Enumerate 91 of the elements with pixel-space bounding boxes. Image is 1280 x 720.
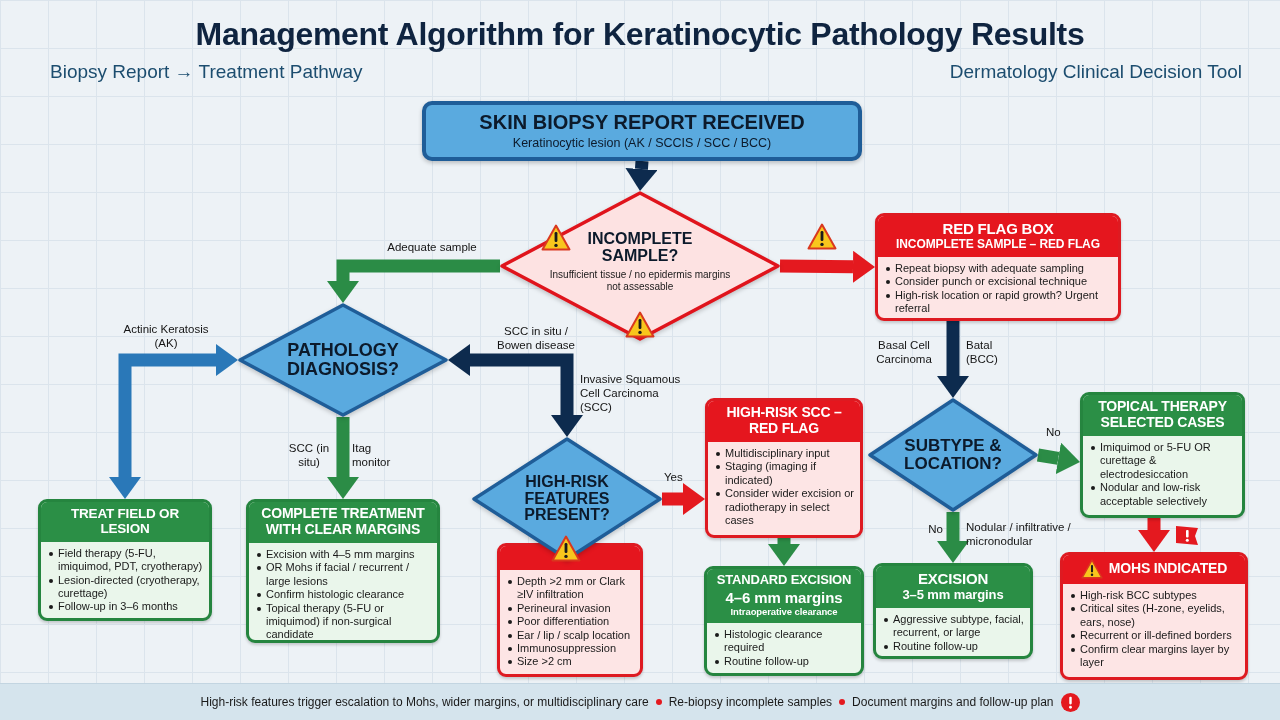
bullet-text: Lesion-directed (cryotherapy, curettage) (49, 573, 203, 601)
bullet-text: High-risk BCC subtypes (1071, 589, 1239, 603)
arrow (779, 250, 876, 283)
card-subheading: Intraoperative clearance (730, 607, 838, 618)
arrow (327, 417, 359, 499)
bullet-text: Excision with 4–5 mm margins (257, 547, 431, 562)
footer-note: Document margins and follow-up plan (852, 695, 1054, 709)
card-subheading: INCOMPLETE SAMPLE – RED FLAG (896, 238, 1100, 252)
arrow (448, 344, 583, 437)
bullet-text: Follow-up in 3–6 months (49, 600, 203, 614)
bullet-text: Consider punch or excisional technique (886, 275, 1112, 289)
bullet-text: Staging (imaging if indicated) (716, 460, 854, 488)
alert-card (875, 213, 1121, 321)
bullet-text: OR Mohs if facial / recurrent / large lesions (257, 561, 431, 589)
branch-label: SCC in situ / Bowen disease (496, 324, 576, 352)
card-heading: EXCISION (917, 570, 989, 588)
decision-diamond (500, 191, 780, 341)
edge-label: Invasive Squamous Cell Carcinoma (SCC) (580, 372, 682, 414)
arrow (768, 538, 800, 566)
card-heading: TOPICAL THERAPY SELECTED CASES (1097, 399, 1228, 431)
bullet-text: Imiquimod or 5-FU OR curettage & electrodesiccation (1091, 440, 1236, 482)
bullet-text: Multidisciplinary input (716, 446, 854, 461)
edge-label: No (928, 522, 943, 536)
bullet-text: Recurrent or ill-defined borders (1071, 629, 1239, 643)
bullet-text: Ear / lip / scalp location (508, 628, 634, 643)
bullet-text: Confirm histologic clearance (257, 588, 431, 602)
treatment-card (1080, 392, 1245, 518)
branch-label: Batal (BCC) (966, 338, 999, 366)
arrow (1138, 518, 1170, 552)
subtitle: Dermatology Clinical Decision Tool (949, 61, 1242, 84)
bullet-text: Critical sites (H-zone, eyelids, ears, nose) (1071, 602, 1239, 630)
treatment-card (246, 499, 440, 643)
card-heading: RED FLAG BOX (942, 220, 1054, 238)
bullet-text: Size >2 cm (508, 655, 634, 669)
diamond-question: PATHOLOGY DIAGNOSIS? (286, 340, 400, 380)
treatment-card (873, 563, 1033, 659)
branch-label: Nodular / infiltrative / micronodular (966, 520, 1072, 548)
card-subheading: 3–5 mm margins (902, 588, 1004, 604)
bullet-text: Confirm clear margins layer by layer (1071, 642, 1239, 670)
edge-label: Actinic Keratosis (AK) (123, 322, 209, 350)
bullet-text: Routine follow-up (884, 639, 1024, 654)
alert-card (1060, 552, 1248, 680)
banner-subtext: Keratinocytic lesion (AK / SCCIS / SCC / BCC) (512, 136, 772, 151)
title: Management Algorithm for Keratinocytic Pathology Results (195, 16, 1085, 53)
bullet-text: Topical therapy (5-FU or imiquimod) if non-surgical candidate (257, 601, 431, 640)
decision-diamond (238, 303, 448, 417)
card-heading: COMPLETE TREATMENT WITH CLEAR MARGINS (260, 506, 426, 538)
card-heading: MOHS INDICATED (1108, 561, 1228, 577)
diamond-question: HIGH-RISK FEATURES PRESENT? (523, 473, 611, 525)
bullet-text: Routine follow-up (715, 654, 855, 669)
card-heading: HIGH-RISK SCC – RED FLAG (725, 405, 843, 437)
footer-note: Re-biopsy incomplete samples (668, 695, 833, 709)
report-banner (422, 101, 862, 161)
banner-heading: SKIN BIOPSY REPORT RECEIVED (479, 111, 805, 133)
arrow (1036, 442, 1082, 475)
bullet-text: Perineural invasion (508, 601, 634, 616)
diamond-question: SUBTYPE & LOCATION? (903, 437, 1003, 473)
bullet-text: Poor differentiation (508, 615, 634, 629)
arrow (327, 259, 500, 303)
diamond-question: INCOMPLETE SAMPLE? (586, 231, 694, 265)
bullet-text: Field therapy (5-FU, imiquimod, PDT, cryotherapy) (49, 546, 203, 574)
treatment-card (704, 566, 864, 676)
diamond-note: Insufficient tissue / no epidermis margins not assessable (548, 268, 732, 293)
bullet-text: Repeat biopsy with adequate sampling (886, 261, 1112, 276)
arrow (109, 344, 238, 499)
treatment-card (38, 499, 212, 621)
subtitle: Biopsy Report → Treatment Pathway (50, 61, 363, 84)
arrow (625, 160, 658, 192)
alert-card (705, 398, 863, 538)
card-heading: STANDARD EXCISION (716, 573, 852, 588)
bullet-text: Aggressive subtype, facial, recurrent, or large (884, 613, 1024, 640)
arrow (937, 321, 969, 398)
card-heading: TREAT FIELD OR LESION (70, 506, 180, 537)
bullet-text: Depth >2 mm or Clark ≥IV infiltration (508, 575, 634, 602)
edge-label: No (1046, 425, 1061, 439)
footer-note: High-risk features trigger escalation to Mohs, wider margins, or multidisciplinary care (200, 695, 649, 709)
branch-label: Itag monitor (352, 441, 392, 469)
arrow (662, 483, 705, 515)
bullet-text: High-risk location or rapid growth? Urgent referral (886, 288, 1112, 316)
edge-label: Adequate sample (387, 240, 477, 254)
bullet-text: Nodular and low-risk acceptable selectively (1091, 481, 1236, 508)
decision-diamond (868, 398, 1038, 512)
arrow (937, 512, 969, 563)
card-subheading: 4–6 mm margins (725, 588, 843, 607)
edge-label: SCC (in situ) (287, 441, 331, 469)
bullet-text: Histologic clearance required (715, 628, 855, 655)
bullet-text: Consider wider excision or radiotherapy in select cases (716, 487, 854, 528)
bullet-text: Immunosuppression (508, 642, 634, 656)
edge-label: Basal Cell Carcinoma (875, 338, 933, 366)
edge-label: Yes (664, 470, 683, 484)
alert-card (497, 543, 643, 677)
